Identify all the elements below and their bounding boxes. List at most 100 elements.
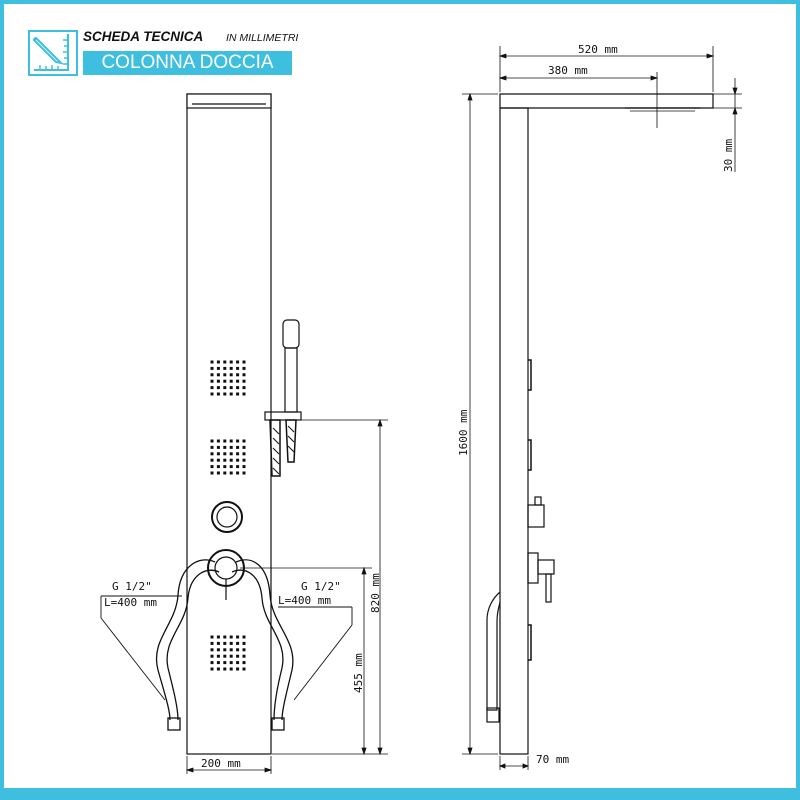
jet-nozzle	[223, 465, 227, 469]
jet-profiles-side	[528, 359, 532, 661]
inlet-hose-right	[231, 559, 294, 731]
jet-nozzle	[223, 635, 227, 639]
jet-nozzle	[223, 439, 227, 443]
column-panel-side	[499, 107, 529, 755]
jet-nozzle	[229, 667, 233, 671]
body-jet-upper	[210, 360, 246, 396]
length-dimensions	[498, 46, 715, 128]
head-thickness-dimension	[713, 78, 742, 172]
dimension-inlet-height: 455 mm	[352, 653, 365, 693]
jet-nozzle	[229, 648, 233, 652]
jet-nozzle	[236, 373, 240, 377]
jet-nozzle	[229, 465, 233, 469]
jet-nozzle	[216, 648, 220, 652]
jet-nozzle	[223, 386, 227, 390]
jet-nozzle	[236, 445, 240, 449]
dimension-depth: 70 mm	[536, 753, 569, 766]
jet-nozzle	[229, 654, 233, 658]
jet-nozzle	[229, 366, 233, 370]
jet-nozzle	[216, 379, 220, 383]
jet-nozzle	[229, 445, 233, 449]
dimension-height: 1600 mm	[457, 409, 470, 456]
jet-nozzle	[210, 661, 214, 665]
showerhead-front	[186, 93, 272, 109]
hand-shower-side	[486, 591, 501, 723]
jet-nozzle	[236, 654, 240, 658]
jet-nozzle	[229, 439, 233, 443]
jet-nozzle	[210, 379, 214, 383]
hose-leaders	[100, 595, 353, 701]
jet-nozzle	[242, 667, 246, 671]
jet-nozzle	[216, 667, 220, 671]
jet-nozzle	[242, 445, 246, 449]
jet-nozzle	[229, 373, 233, 377]
jet-nozzle	[242, 452, 246, 456]
jet-nozzle	[210, 445, 214, 449]
jet-nozzle	[229, 386, 233, 390]
mixer-knob	[207, 549, 245, 600]
jet-nozzle	[210, 366, 214, 370]
jet-nozzle	[242, 641, 246, 645]
jet-nozzle	[242, 471, 246, 475]
jet-nozzle	[210, 360, 214, 364]
jet-nozzle	[229, 641, 233, 645]
height-dimension-side	[462, 92, 498, 756]
jet-nozzle	[242, 654, 246, 658]
jet-nozzle	[242, 366, 246, 370]
jet-nozzle	[236, 360, 240, 364]
diverter-side	[527, 496, 545, 528]
jet-nozzle	[242, 465, 246, 469]
jet-nozzle	[229, 471, 233, 475]
jet-nozzle	[229, 661, 233, 665]
jet-nozzle	[210, 392, 214, 396]
jet-nozzle	[229, 392, 233, 396]
jet-nozzle	[223, 392, 227, 396]
dimension-front-width: 200 mm	[201, 757, 241, 770]
jet-nozzle	[236, 641, 240, 645]
jet-nozzle	[236, 471, 240, 475]
jet-nozzle	[223, 471, 227, 475]
jet-nozzle	[242, 379, 246, 383]
dimension-total-length: 520 mm	[578, 43, 618, 56]
jet-nozzle	[216, 654, 220, 658]
jet-nozzle	[223, 366, 227, 370]
dimension-mixer-height: 820 mm	[369, 573, 382, 613]
jet-nozzle	[223, 373, 227, 377]
jet-nozzle	[236, 392, 240, 396]
showerhead-side	[499, 93, 714, 109]
jet-nozzle	[210, 465, 214, 469]
body-jet-lower	[210, 635, 246, 671]
mixer-side	[527, 552, 555, 603]
jet-nozzle	[223, 667, 227, 671]
jet-nozzle	[216, 360, 220, 364]
jet-nozzle	[229, 360, 233, 364]
diverter-knob	[211, 501, 243, 533]
jet-nozzle	[229, 379, 233, 383]
jet-nozzle	[236, 452, 240, 456]
jet-nozzle	[242, 392, 246, 396]
sheet-title: SCHEDA TECNICA	[83, 29, 204, 44]
jet-nozzle	[236, 635, 240, 639]
hand-shower-front	[264, 319, 302, 477]
jet-nozzle	[216, 465, 220, 469]
depth-dimension	[498, 756, 530, 770]
hose-right-thread: G 1/2"	[301, 580, 341, 593]
jet-nozzle	[236, 667, 240, 671]
jet-nozzle	[236, 648, 240, 652]
jet-nozzle	[216, 635, 220, 639]
jet-nozzle	[210, 667, 214, 671]
jet-nozzle	[223, 458, 227, 462]
jet-nozzle	[242, 661, 246, 665]
jet-nozzle	[229, 458, 233, 462]
jet-nozzle	[216, 366, 220, 370]
jet-nozzle	[223, 641, 227, 645]
jet-nozzle	[242, 458, 246, 462]
jet-nozzle	[223, 452, 227, 456]
height-dimensions-front	[240, 418, 388, 756]
jet-nozzle	[223, 654, 227, 658]
jet-nozzle	[210, 641, 214, 645]
jet-nozzle	[223, 379, 227, 383]
jet-nozzle	[236, 379, 240, 383]
jet-nozzle	[210, 648, 214, 652]
